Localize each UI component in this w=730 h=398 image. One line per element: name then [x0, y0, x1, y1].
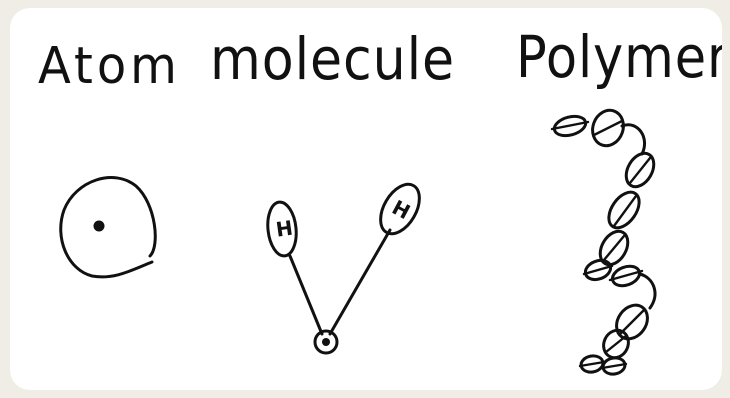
right-bond: [328, 228, 392, 336]
polymer-drawing: [550, 108, 657, 376]
left-atom-circle: [266, 200, 298, 258]
atom-shell: [59, 176, 157, 279]
right-atom-circle: [379, 182, 421, 236]
molecule-label: molecule: [210, 25, 456, 93]
left-atom-label: H: [274, 216, 294, 242]
atom-label: Atom: [38, 36, 181, 96]
atom-drawing: [59, 176, 157, 279]
polymer-label: Polymer: [516, 23, 722, 91]
center-atom-dot: [322, 338, 330, 346]
polymer-unit-3: [624, 151, 656, 189]
atom-nucleus: [93, 220, 105, 232]
polymer-unit-9: [602, 328, 630, 360]
molecule-drawing: H H: [266, 182, 421, 355]
polymer-unit-2: [591, 108, 625, 148]
polymer-unit-5: [598, 229, 630, 267]
center-atom-circle: [313, 329, 339, 355]
whiteboard-canvas: Atom molecule Polymer H H: [10, 8, 722, 390]
left-bond: [288, 254, 324, 336]
polymer-unit-8: [615, 303, 649, 341]
polymer-unit-4: [607, 190, 641, 230]
sketch-drawing: H H: [59, 108, 657, 376]
